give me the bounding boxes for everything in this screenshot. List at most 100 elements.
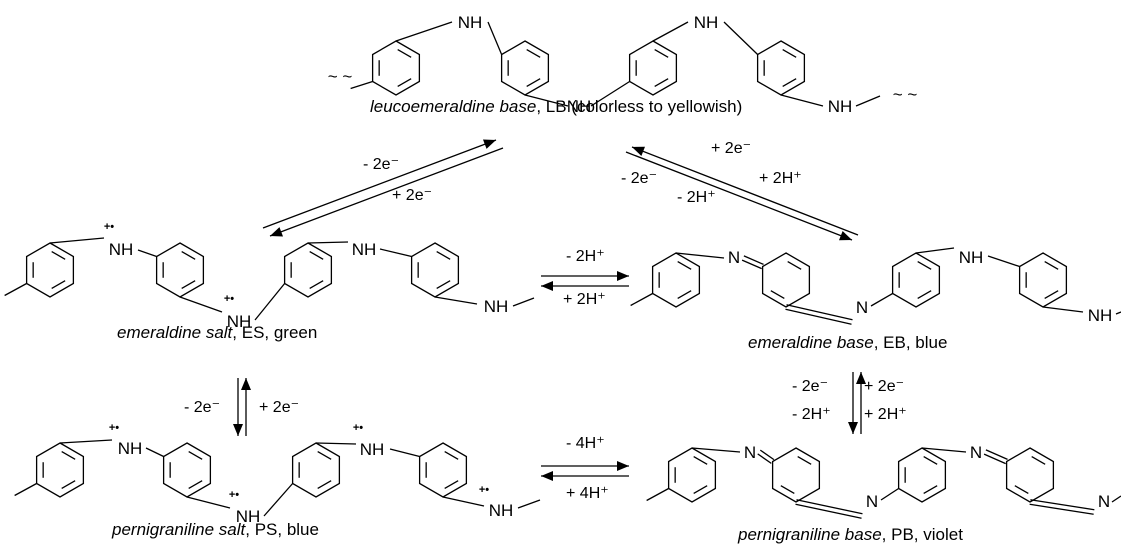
species-detail: , EB, blue xyxy=(873,333,948,352)
label-es-eb-deprotonation: - 2H⁺ xyxy=(566,248,605,265)
bond xyxy=(307,241,349,244)
bond xyxy=(691,447,741,453)
nh-label: NH xyxy=(109,240,134,259)
imine-double-bond xyxy=(785,308,852,325)
species-name: pernigraniline base xyxy=(738,525,882,544)
arrow-es-to-ps-head xyxy=(233,424,243,436)
bond xyxy=(434,296,478,305)
ring-double-bond xyxy=(61,450,76,460)
species-detail: , LB (colorless to yellowish) xyxy=(536,97,743,116)
bond xyxy=(870,292,893,307)
imine-double-bond xyxy=(743,255,764,265)
nh-label: NH xyxy=(352,240,377,259)
ring-double-bond xyxy=(917,260,932,270)
ring-double-bond xyxy=(526,48,541,58)
nh-label: NH xyxy=(567,97,592,116)
species-detail: , ES, green xyxy=(232,323,318,342)
arrow-es-to-lb-head xyxy=(483,139,496,149)
bond xyxy=(880,487,899,501)
arrow-es-to-lb xyxy=(262,139,497,229)
bond xyxy=(646,487,669,502)
ring-double-bond xyxy=(780,485,795,495)
radical-cation: +• xyxy=(353,422,363,434)
species-name: emeraldine salt xyxy=(117,323,233,342)
ring-double-bond xyxy=(654,78,669,88)
imine-double-bond xyxy=(759,449,775,461)
ring-double-bond xyxy=(693,455,708,465)
label-lb-es-reduction: + 2e⁻ xyxy=(392,187,433,204)
arrow-eb-to-lb xyxy=(631,146,859,236)
imine-double-bond xyxy=(1029,503,1094,515)
bond xyxy=(350,80,373,90)
bond xyxy=(1115,311,1121,315)
benzene-ring xyxy=(628,40,678,96)
radical-cation: +• xyxy=(104,221,114,233)
label-es-eb-protonation: + 2H⁺ xyxy=(563,291,606,308)
imine-double-bond xyxy=(1030,499,1095,511)
bond xyxy=(186,496,231,509)
label-lb-es-oxidation: - 2e⁻ xyxy=(363,156,400,173)
ring-double-bond xyxy=(51,250,66,260)
arrow-ps-to-es-head xyxy=(241,378,251,390)
caption-leucoemeraldine-base: leucoemeraldine base, LB (colorless to y… xyxy=(370,98,742,115)
ring-double-bond xyxy=(797,455,812,465)
arrow-lb-to-eb xyxy=(625,151,853,241)
benzene-ring xyxy=(25,242,75,298)
quinoid-ring xyxy=(1005,447,1055,503)
arrow-eb-to-lb-head xyxy=(632,146,645,157)
label-es-ps-reduction: + 2e⁻ xyxy=(259,399,300,416)
bond xyxy=(442,496,485,507)
bond xyxy=(1042,306,1084,313)
bond xyxy=(675,252,725,259)
nh-label: NH xyxy=(694,13,719,32)
bond xyxy=(395,21,453,42)
bond xyxy=(1111,495,1121,503)
bond xyxy=(49,237,105,244)
radical-cation: +• xyxy=(224,293,234,305)
benzene-ring xyxy=(651,252,701,308)
bond xyxy=(14,482,37,497)
benzene-ring xyxy=(291,442,341,498)
benzene-ring xyxy=(667,447,717,503)
ring-double-bond xyxy=(309,280,324,290)
ring-double-bond xyxy=(436,250,451,260)
n-label: N xyxy=(970,443,982,462)
arrow-eb-to-es-head xyxy=(541,281,553,291)
ring-double-bond xyxy=(526,78,541,88)
nh-label: NH xyxy=(236,507,261,526)
ring-double-bond xyxy=(444,480,459,490)
arrow-pb-to-eb-head xyxy=(856,372,866,384)
ring-double-bond xyxy=(1044,260,1059,270)
arrow-pb-to-ps-head xyxy=(541,471,553,481)
ring-double-bond xyxy=(181,250,196,260)
imine-double-bond xyxy=(757,453,772,464)
arrow-lb-to-eb-head xyxy=(839,230,852,241)
benzene-ring xyxy=(283,242,333,298)
arrow-eb-to-pb-head xyxy=(848,422,858,434)
ring-double-bond xyxy=(51,280,66,290)
imine-double-bond xyxy=(786,304,853,321)
label-eb-pb-reduction: + 2e⁻ xyxy=(864,378,905,395)
ring-double-bond xyxy=(770,290,785,300)
nh-label: NH xyxy=(118,439,143,458)
ring-double-bond xyxy=(1044,290,1059,300)
bond xyxy=(263,483,294,517)
imine-double-bond xyxy=(741,259,762,270)
arrow-ps-to-pb-head xyxy=(617,461,629,471)
ring-double-bond xyxy=(923,485,938,495)
ring-double-bond xyxy=(181,280,196,290)
radical-cation: +• xyxy=(229,489,239,501)
ring-double-bond xyxy=(1014,485,1029,495)
bond xyxy=(855,95,881,107)
caption-pernigraniline-base: pernigraniline base, PB, violet xyxy=(738,526,963,543)
ring-double-bond xyxy=(317,450,332,460)
bond xyxy=(590,80,630,107)
n-label: N xyxy=(856,298,868,317)
imine-double-bond xyxy=(796,499,863,515)
quinoid-ring xyxy=(771,447,821,503)
bond xyxy=(652,21,689,42)
bond xyxy=(921,447,967,453)
bond xyxy=(59,439,113,444)
bond xyxy=(987,255,1020,268)
nh-label: NH xyxy=(227,312,252,331)
